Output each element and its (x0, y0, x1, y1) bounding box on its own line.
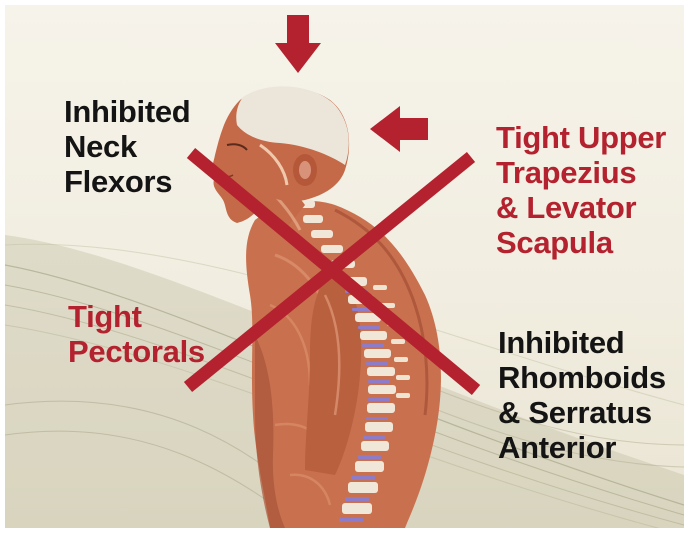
label-line: Anterior (498, 430, 666, 465)
arrow-left-icon (370, 106, 428, 152)
label-line: Scapula (496, 225, 666, 260)
label-line: Inhibited (498, 325, 666, 360)
label-line: Inhibited (64, 94, 190, 129)
label-line: Tight Upper (496, 120, 666, 155)
label-line: Rhomboids (498, 360, 666, 395)
label-tight-pectorals: Tight Pectorals (68, 299, 205, 369)
label-inhibited-rhomboids: Inhibited Rhomboids & Serratus Anterior (498, 325, 666, 465)
label-line: & Serratus (498, 395, 666, 430)
label-line: Trapezius (496, 155, 666, 190)
label-tight-upper-trapezius: Tight Upper Trapezius & Levator Scapula (496, 120, 666, 260)
label-inhibited-neck-flexors: Inhibited Neck Flexors (64, 94, 190, 199)
label-line: Tight (68, 299, 205, 334)
arrow-down-icon (275, 15, 321, 73)
label-line: & Levator (496, 190, 666, 225)
label-line: Pectorals (68, 334, 205, 369)
label-line: Neck (64, 129, 190, 164)
upper-crossed-syndrome-diagram: Inhibited Neck Flexors Tight Upper Trape… (5, 5, 684, 528)
label-line: Flexors (64, 164, 190, 199)
torso (246, 201, 441, 528)
